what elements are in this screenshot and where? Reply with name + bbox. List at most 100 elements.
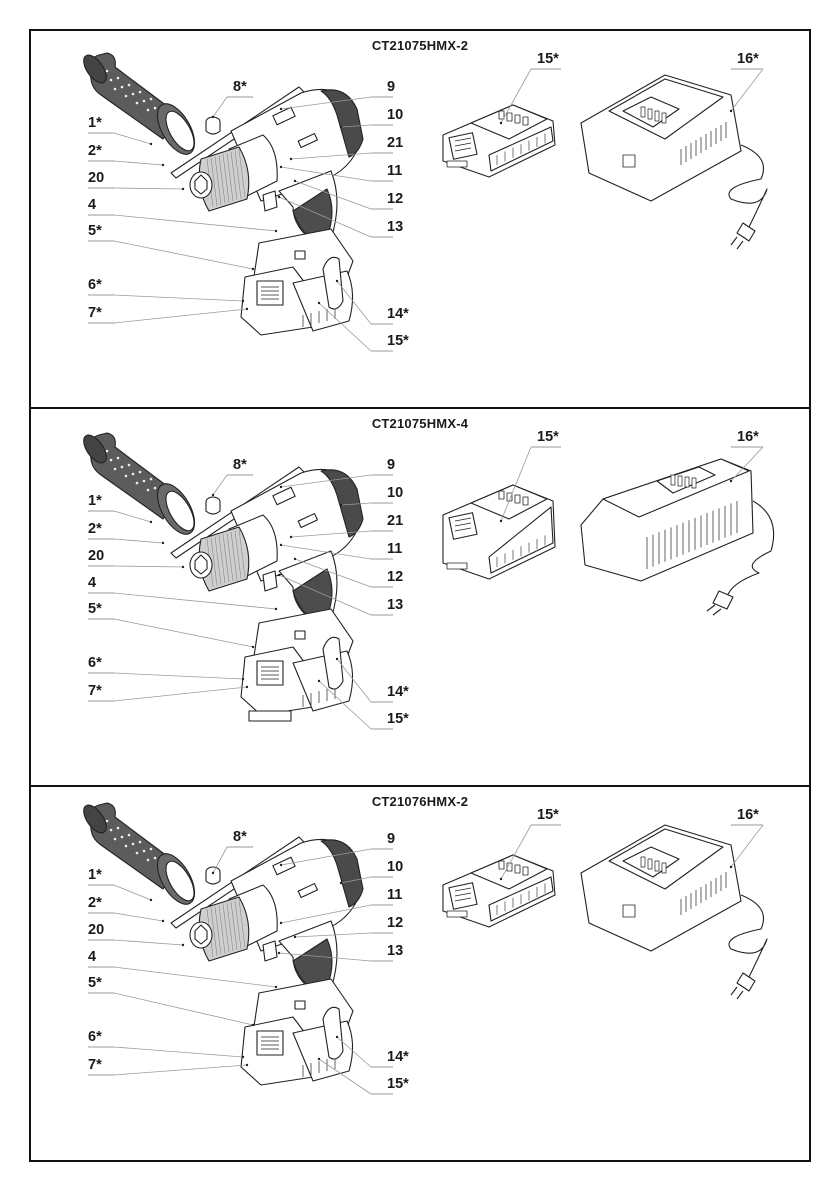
grip-dot: [149, 847, 153, 851]
fuel-gauge: [446, 562, 468, 570]
leader-tip: [245, 307, 249, 311]
callout-label: 15*: [387, 711, 409, 727]
handle-flange-inner: [165, 860, 195, 902]
leader-tip: [335, 657, 339, 661]
callout-label: 1*: [88, 493, 102, 509]
leader-tip: [293, 179, 297, 183]
leader-tip: [279, 107, 283, 111]
leader-tip: [251, 645, 255, 649]
grip-dot: [124, 94, 128, 98]
grip-dot: [149, 477, 153, 481]
leader-tip: [181, 565, 185, 569]
drill: [83, 432, 364, 722]
leader-tip: [289, 535, 293, 539]
leader-tip: [274, 985, 278, 989]
plug: [736, 222, 756, 242]
grip-dot: [105, 69, 109, 73]
grip-dot: [105, 819, 109, 823]
battery-terminal: [498, 110, 505, 120]
leader-line: [318, 302, 372, 352]
battery-terminal: [498, 860, 505, 870]
battery-terminal: [514, 494, 521, 504]
chuck-knurl: [218, 905, 226, 954]
grip-dot: [127, 833, 131, 837]
battery-release-button: [256, 280, 284, 306]
battery-release-button: [256, 660, 284, 686]
leader-tip: [274, 229, 278, 233]
leader-tip: [279, 921, 283, 925]
slot-terminal: [684, 476, 690, 488]
leader-line: [113, 132, 152, 145]
callout-label: 7*: [88, 305, 102, 321]
drill-illustration: [83, 52, 768, 352]
chuck-knurl: [222, 154, 230, 203]
leader-tip: [339, 881, 343, 885]
slot-terminal: [661, 862, 667, 874]
chuck-knurl: [234, 900, 242, 949]
grip-dot: [116, 76, 120, 80]
illustration-group: [83, 52, 768, 336]
latch-ribs: [454, 892, 472, 897]
callout-label: 13: [387, 219, 404, 235]
grip-dot: [146, 858, 150, 862]
leader-line: [113, 592, 277, 610]
slot-terminal: [661, 112, 667, 124]
leader-tip: [245, 685, 249, 689]
grip-dot: [113, 837, 117, 841]
belt-clip: [322, 256, 344, 310]
leader-line: [113, 1064, 248, 1076]
leader-tip: [293, 557, 297, 561]
leader-tip: [339, 503, 343, 507]
leader-tip: [161, 541, 165, 545]
slot-terminal: [670, 474, 676, 486]
leader-line: [212, 96, 228, 118]
leader-tip: [181, 943, 185, 947]
leader-tip: [277, 951, 281, 955]
slot-terminal: [677, 475, 683, 487]
callout-label: 11: [387, 887, 403, 903]
slot-terminal: [654, 860, 660, 872]
battery-pack: [442, 484, 556, 580]
chuck-knurl: [214, 536, 222, 585]
leader-tip: [251, 267, 255, 271]
chuck-knurl: [234, 530, 242, 579]
chuck-jaws: [194, 924, 208, 945]
callout-label: 5*: [88, 975, 102, 991]
battery-callout: 15*: [537, 429, 559, 445]
plug-pin: [712, 608, 722, 616]
callout-label: 20: [88, 170, 105, 186]
callout-label: 4: [88, 949, 97, 965]
callout-label: 21: [387, 135, 404, 151]
grip-dot: [131, 842, 135, 846]
leader-tip: [149, 520, 153, 524]
chuck-knurl: [222, 534, 230, 583]
leader-line: [294, 180, 372, 210]
slot-terminal: [691, 477, 697, 489]
grip-dot: [105, 449, 109, 453]
callout-label: 20: [88, 922, 105, 938]
handle-flange-inner: [165, 490, 195, 532]
speed-switch: [297, 883, 318, 899]
battery-pack: [442, 104, 556, 178]
battery-callout: 15*: [537, 807, 559, 823]
battery-terminal: [498, 490, 505, 500]
leader-tip: [274, 607, 278, 611]
led-indicator: [622, 154, 636, 168]
grip-dot: [153, 486, 157, 490]
grip-dot: [149, 97, 153, 101]
leader-tip: [245, 1063, 249, 1067]
grip-dot: [153, 106, 157, 110]
leader-line: [294, 932, 372, 938]
grip-dot: [131, 472, 135, 476]
leader-line: [340, 124, 372, 128]
leader-tip: [317, 1057, 321, 1061]
leader-tip: [499, 877, 503, 881]
latch-ribs: [454, 517, 472, 522]
slot-terminal: [640, 106, 646, 118]
leader-line: [730, 824, 764, 868]
callout-label: 6*: [88, 277, 102, 293]
clamp-knob-body: [205, 502, 221, 515]
callout-label: 14*: [387, 684, 409, 700]
leader-line: [278, 196, 372, 238]
drill-illustration: [83, 802, 768, 1095]
